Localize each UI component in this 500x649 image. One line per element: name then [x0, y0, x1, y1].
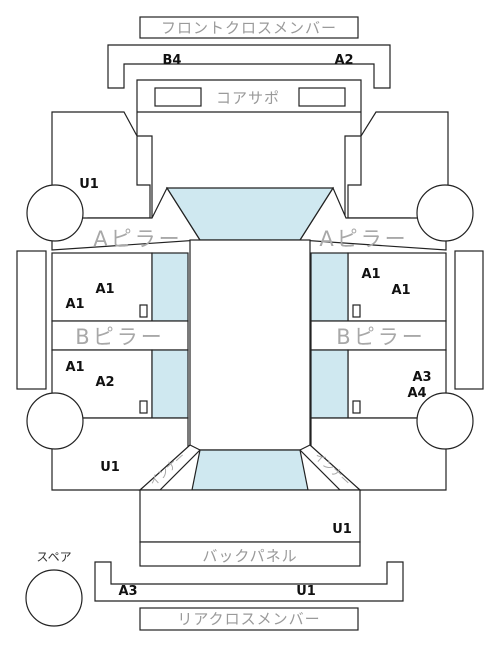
rear-cross-member — [94, 561, 404, 602]
rear-left-wheel — [26, 392, 84, 450]
grade-right-front-door-a: A1 — [361, 267, 380, 282]
b-pillar-left-label: Bピラー — [75, 325, 164, 349]
left-rear-door-handle — [139, 400, 148, 414]
grade-rear-cross-right: U1 — [296, 584, 316, 599]
grade-right-rear-door-a: A3 — [412, 370, 431, 385]
b-pillar-right — [310, 320, 447, 351]
rear-cross-member-label: リアクロスメンバー — [177, 610, 320, 628]
b-pillar-right-label: Bピラー — [336, 325, 425, 349]
grade-right-rear-door-b: A4 — [407, 386, 426, 401]
grade-rear-cross-left: A3 — [118, 584, 137, 599]
right-rear-door-handle — [352, 400, 361, 414]
right-front-door-handle — [352, 304, 361, 318]
right-side-sill — [454, 250, 484, 390]
rear-right-wheel — [416, 392, 474, 450]
front-right-wheel — [416, 184, 474, 242]
left-side-sill — [16, 250, 47, 390]
rear-window — [191, 449, 309, 491]
a-pillar-left-label: Aピラー — [93, 227, 182, 251]
right-front-door — [347, 252, 447, 322]
b-pillar-left — [51, 320, 189, 351]
trunk-floor — [139, 489, 361, 543]
right-rear-window — [310, 349, 349, 419]
a-pillar-right-label: Aピラー — [319, 227, 408, 251]
core-support-left-slot — [154, 87, 202, 107]
left-front-window — [151, 252, 189, 322]
grade-front-cross-right: A2 — [334, 53, 353, 68]
core-support-right-slot — [298, 87, 346, 107]
grade-right-front-door-b: A1 — [391, 283, 410, 298]
grade-left-rear-door-a: A1 — [65, 360, 84, 375]
front-cross-member-label: フロントクロスメンバー — [161, 19, 337, 37]
front-cross-member — [107, 44, 391, 89]
rear-cross-member-box — [139, 607, 359, 631]
front-left-wheel — [26, 184, 84, 242]
right-front-window — [310, 252, 349, 322]
spare-label: スペア — [36, 550, 71, 564]
grade-left-front-door-a: A1 — [95, 282, 114, 297]
left-front-door-handle — [139, 304, 148, 318]
roof — [189, 239, 311, 451]
grade-front-left-apron: U1 — [79, 177, 99, 192]
grade-rear-left-quarter: U1 — [100, 460, 120, 475]
grade-left-rear-door-b: A2 — [95, 375, 114, 390]
core-support-label: コアサポ — [216, 89, 280, 107]
grade-trunk-floor: U1 — [332, 522, 352, 537]
back-panel — [139, 541, 361, 567]
front-cross-member-box — [139, 16, 359, 39]
grade-front-cross-left: B4 — [163, 53, 182, 68]
left-rear-window — [151, 349, 189, 419]
back-panel-label: バックパネル — [202, 547, 297, 565]
spare-tire — [25, 569, 83, 627]
grade-left-front-door-b: A1 — [65, 297, 84, 312]
